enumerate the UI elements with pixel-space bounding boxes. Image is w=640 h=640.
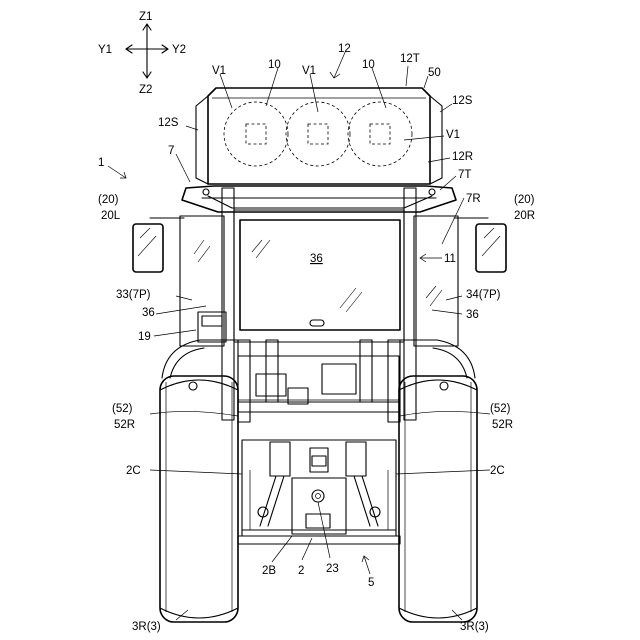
label-52-left-paren: (52) [112,403,133,415]
fender-left [162,340,238,390]
axis-z2-label: Z2 [139,84,152,96]
label-19: 19 [138,331,151,343]
label-12s-right: 12S [452,95,473,107]
label-12t: 12T [400,53,420,65]
label-5: 5 [368,577,374,589]
label-34: 34(7P) [466,289,501,301]
fender-right [399,340,475,390]
label-3r-right: 3R(3) [460,621,489,633]
label-7t: 7T [458,169,471,181]
label-20l: 20L [101,210,121,222]
mirror-right [454,218,506,272]
label-v1-left: V1 [212,65,226,77]
label-12r: 12R [452,151,473,163]
label-3r-left: 3R(3) [132,621,161,633]
rear-tire-left [160,376,238,622]
label-2b: 2B [262,565,276,577]
label-20-left-paren: (20) [98,194,119,206]
mirror-left [133,218,184,272]
axis-z1-label: Z1 [139,11,152,23]
label-2: 2 [298,565,304,577]
label-20-right-paren: (20) [514,194,535,206]
axis-indicator: Z1 Z2 Y1 Y2 [98,11,186,96]
rops-frame [222,188,416,422]
rear-tire-right [399,376,477,622]
label-10-right: 10 [362,59,375,71]
label-52-right-paren: (52) [490,403,511,415]
label-33: 33(7P) [116,289,151,301]
label-36-center: 36 [310,253,323,265]
label-52r-right: 52R [492,419,513,431]
transmission-case [238,356,399,412]
label-36-right: 36 [466,309,479,321]
label-12: 12 [338,43,351,55]
label-2c-right: 2C [490,465,505,477]
label-7: 7 [168,145,174,157]
axis-y2-label: Y2 [172,44,186,56]
label-52r-left: 52R [114,419,135,431]
label-10-left: 10 [268,59,281,71]
label-20r: 20R [514,210,535,222]
label-v1-mid: V1 [302,65,316,77]
label-v1-right: V1 [446,129,460,141]
rear-hitch [242,440,396,536]
axis-y1-label: Y1 [98,44,112,56]
label-11: 11 [444,253,456,265]
label-1: 1 [98,157,104,169]
label-2c-left: 2C [126,465,141,477]
drawbar [238,536,400,544]
label-12s-left: 12S [158,117,179,129]
label-7r: 7R [466,193,481,205]
roof-unit [196,88,442,184]
label-36-left: 36 [142,307,155,319]
label-50: 50 [428,67,441,79]
label-23: 23 [326,563,339,575]
